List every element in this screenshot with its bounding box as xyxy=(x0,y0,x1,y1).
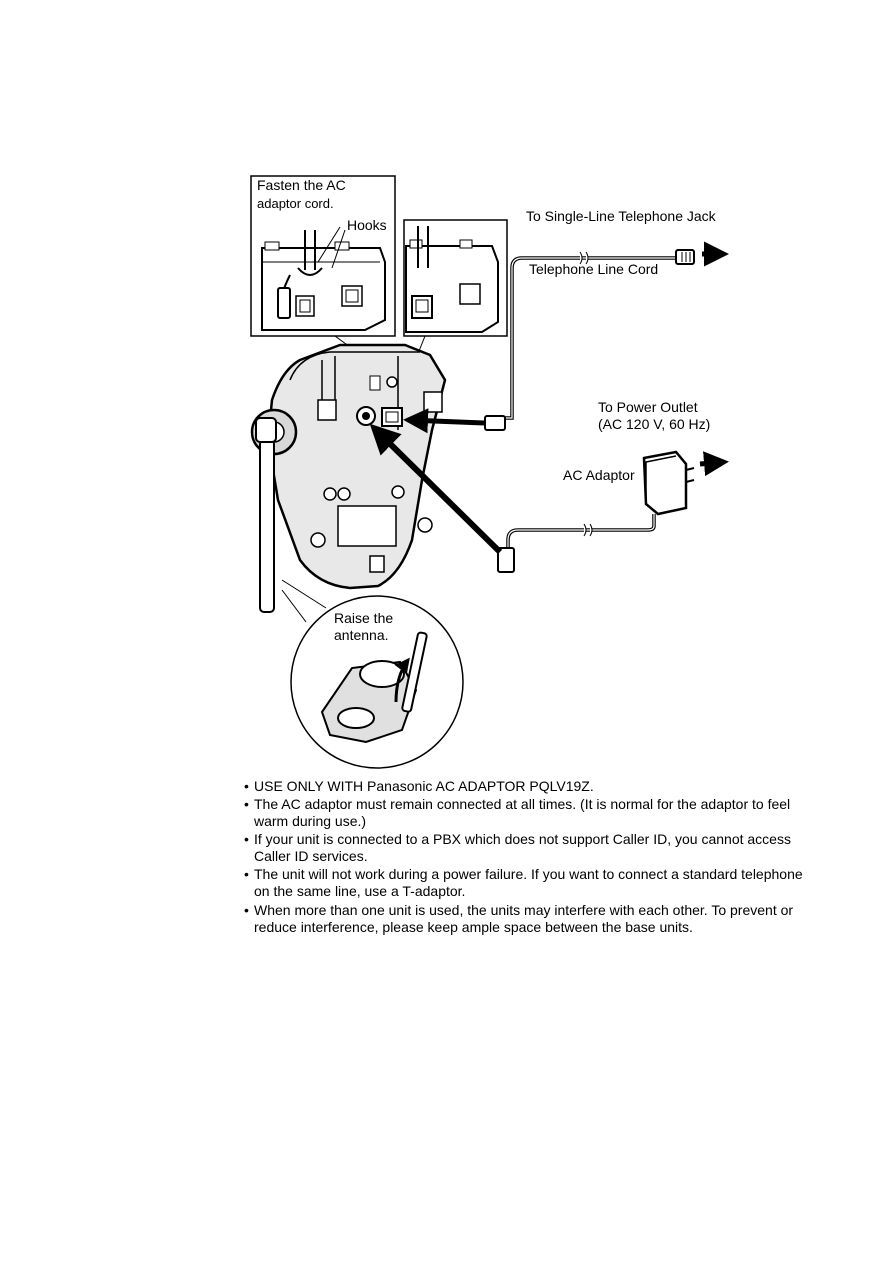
dc-jack-arrow xyxy=(369,423,503,555)
note-item: When more than one unit is used, the uni… xyxy=(244,902,804,936)
hooks-label: Hooks xyxy=(347,217,387,233)
note-item: The unit will not work during a power fa… xyxy=(244,866,804,900)
ac-adaptor-label: AC Adaptor xyxy=(563,467,635,483)
note-item: If your unit is connected to a PBX which… xyxy=(244,831,804,865)
notes-list: USE ONLY WITH Panasonic AC ADAPTOR PQLV1… xyxy=(244,778,804,936)
base-unit xyxy=(250,343,447,613)
telephone-line-cord-label: Telephone Line Cord xyxy=(529,261,659,277)
power-outlet-label-line2: (AC 120 V, 60 Hz) xyxy=(598,416,711,432)
inset-telephone-jack xyxy=(403,219,508,337)
note-item: The AC adaptor must remain connected at … xyxy=(244,796,804,830)
power-outlet-label-line1: To Power Outlet xyxy=(598,399,698,415)
raise-antenna-label-line1: Raise the xyxy=(334,610,394,626)
ac-adaptor xyxy=(497,450,729,573)
raise-antenna-label-line2: antenna. xyxy=(334,627,389,643)
antenna-callout xyxy=(281,579,464,769)
fasten-label-line2: adaptor cord. xyxy=(257,196,334,211)
single-line-jack-label: To Single-Line Telephone Jack xyxy=(526,208,716,224)
inset-fasten-cord xyxy=(250,175,396,337)
note-item: USE ONLY WITH Panasonic AC ADAPTOR PQLV1… xyxy=(244,778,804,795)
fasten-label-line1: Fasten the AC xyxy=(257,177,346,193)
jack-arrow xyxy=(403,408,485,434)
telephone-line-cord xyxy=(484,241,729,431)
